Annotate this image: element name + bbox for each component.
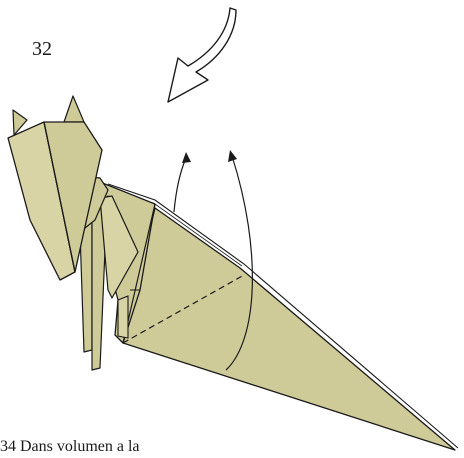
fold-arrow-long-icon <box>225 155 253 371</box>
right-ear <box>63 95 85 123</box>
turn-over-arrow-icon <box>167 7 237 103</box>
head-left-face <box>7 121 76 281</box>
tail-flap <box>122 207 456 451</box>
fold-arrow-short-icon <box>173 157 187 213</box>
tail-edge-layer <box>107 183 459 449</box>
next-step-caption: 34 Dans volumen a la <box>0 438 140 455</box>
left-ear <box>12 109 28 136</box>
front-leg-flap <box>99 195 139 299</box>
valley-fold-line <box>122 274 245 344</box>
rear-leg-flap <box>117 295 129 339</box>
step-number: 32 <box>32 38 52 60</box>
